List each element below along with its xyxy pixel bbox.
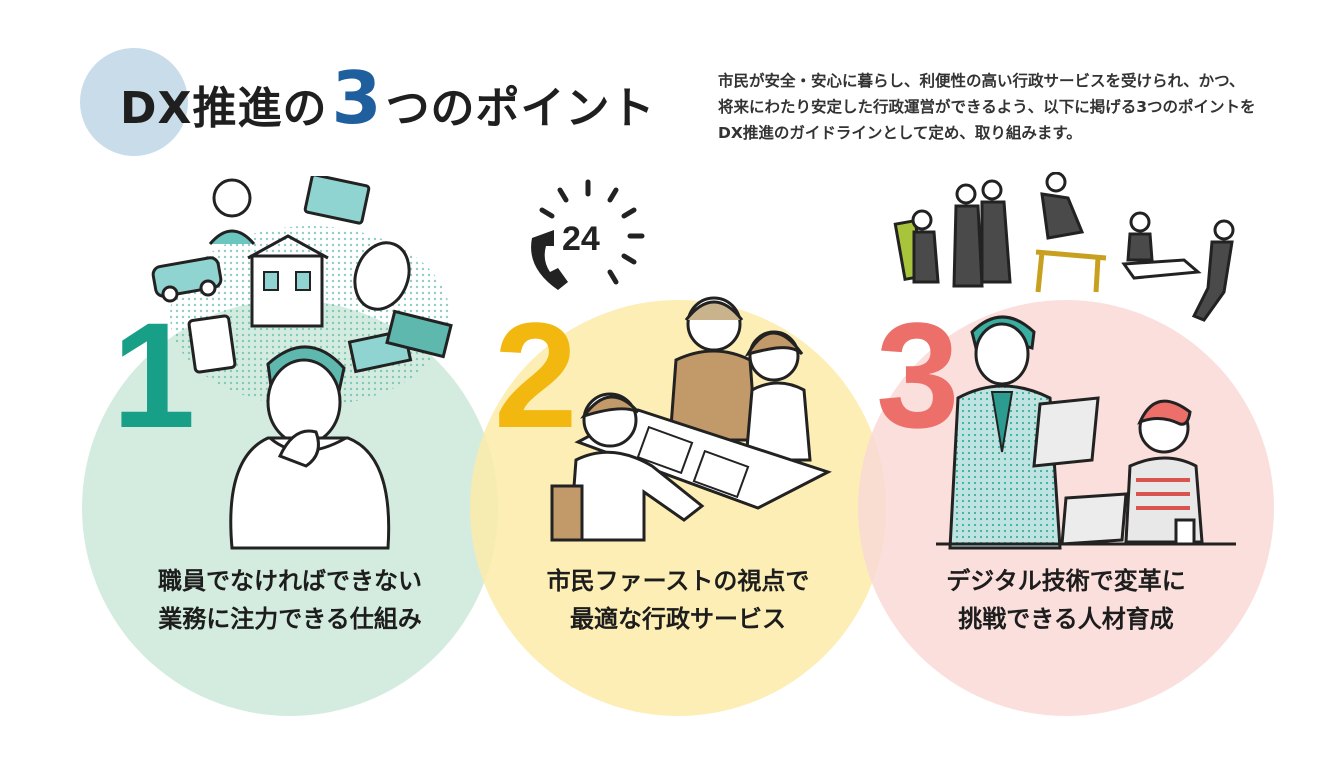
intro-text: 市民が安全・安心に暮らし、利便性の高い行政サービスを受けられ、かつ、将来にわたり… [718,72,1256,142]
pillar-1-illustration [150,176,470,556]
pillar-2-line1: 市民ファーストの視点で [546,567,810,595]
pillar-3-line2: 挑戦できる人材育成 [958,605,1174,633]
pillar-2-line2: 最適な行政サービス [570,605,786,633]
title-number: 3 [331,56,382,140]
pillar-2-number: 2 [494,291,578,459]
presenter-with-laptop-icon [936,315,1236,550]
pillar-3-team-illustration [886,172,1266,332]
pillar-3-caption: デジタル技術で変革に 挑戦できる人材育成 [866,562,1266,638]
thinking-worker-icon [151,176,453,550]
pillar-3-presentation-illustration [936,312,1236,552]
pillar-1-line2: 業務に注力できる仕組み [158,605,422,633]
businesspeople-icon [893,172,1235,322]
page-title: DX推進の 3 つのポイント [120,62,656,142]
title-suffix: つのポイント [385,83,656,134]
phone-24-icon: 24 [531,179,645,290]
title-prefix: DX推進の [120,83,328,134]
title-background-circle [80,48,188,156]
pillar-2-phone-illustration: 24 [524,178,654,298]
counter-service-icon [550,296,832,542]
pillar-1-caption: 職員でなければできない 業務に注力できる仕組み [90,562,490,638]
pillar-1-number: 1 [112,291,196,459]
clock-label: 24 [562,220,600,258]
pillar-3-number: 3 [876,291,960,459]
pillar-1-line1: 職員でなければできない [158,567,422,595]
pillar-3-line1: デジタル技術で変革に [946,567,1186,595]
pillar-2-caption: 市民ファーストの視点で 最適な行政サービス [478,562,878,638]
pillar-2-counter-illustration [546,290,846,550]
